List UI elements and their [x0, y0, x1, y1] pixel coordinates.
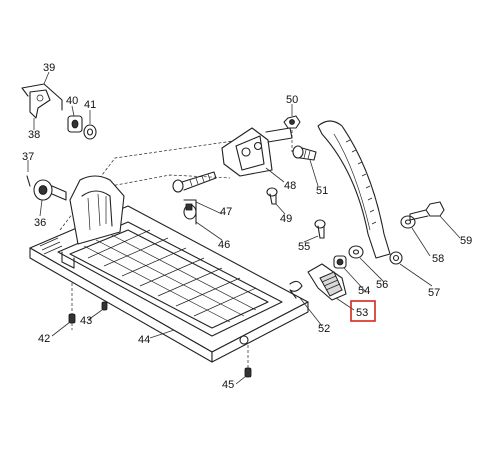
- bolt-59: [409, 201, 445, 221]
- pin-37: [26, 175, 31, 187]
- label-53: 53: [356, 307, 368, 319]
- label-54: 54: [358, 285, 370, 297]
- label-40: 40: [66, 95, 78, 107]
- washer-58: [400, 215, 416, 229]
- label-37: 37: [22, 151, 34, 163]
- label-43: 43: [80, 315, 92, 327]
- cap-54: [333, 255, 347, 269]
- pin-43: [101, 301, 108, 311]
- screw-55: [314, 219, 326, 239]
- bracket-48: [221, 127, 293, 177]
- bolt-51: [292, 145, 317, 161]
- label-38: 38: [28, 129, 40, 141]
- base-plate: [29, 205, 309, 363]
- label-36: 36: [34, 217, 46, 229]
- label-46: 46: [218, 239, 230, 251]
- label-50: 50: [286, 94, 298, 106]
- pin-45: [244, 367, 252, 378]
- bolt-47: [172, 171, 217, 193]
- pin-42: [68, 313, 76, 324]
- washer-56: [348, 245, 364, 259]
- label-59: 59: [460, 235, 472, 247]
- label-44: 44: [138, 334, 150, 346]
- clamp-46: [183, 199, 197, 225]
- arc-quadrant-57: [317, 120, 403, 265]
- label-41: 41: [84, 99, 96, 111]
- washer-41: [83, 124, 97, 140]
- knob-36: [33, 179, 67, 201]
- front-bracket: [69, 175, 125, 245]
- lock-lever-53: [307, 263, 347, 301]
- label-51: 51: [316, 185, 328, 197]
- label-49: 49: [280, 213, 292, 225]
- sleeve-40: [67, 115, 83, 133]
- label-58: 58: [432, 253, 444, 265]
- nut-50: [283, 115, 301, 129]
- part-labels: 39 40 41 38 37 36 50 48 51 47 49 46 55 5…: [22, 62, 472, 391]
- highlight-box-53: [350, 300, 376, 322]
- label-48: 48: [284, 180, 296, 192]
- clip-38: [29, 89, 51, 119]
- label-47: 47: [220, 206, 232, 218]
- label-45: 45: [222, 379, 234, 391]
- label-52: 52: [318, 323, 330, 335]
- label-57: 57: [428, 287, 440, 299]
- label-39: 39: [43, 62, 55, 74]
- label-42: 42: [38, 333, 50, 345]
- spring-52: [289, 280, 303, 299]
- label-55: 55: [298, 241, 310, 253]
- screw-49: [266, 187, 278, 205]
- label-56: 56: [376, 279, 388, 291]
